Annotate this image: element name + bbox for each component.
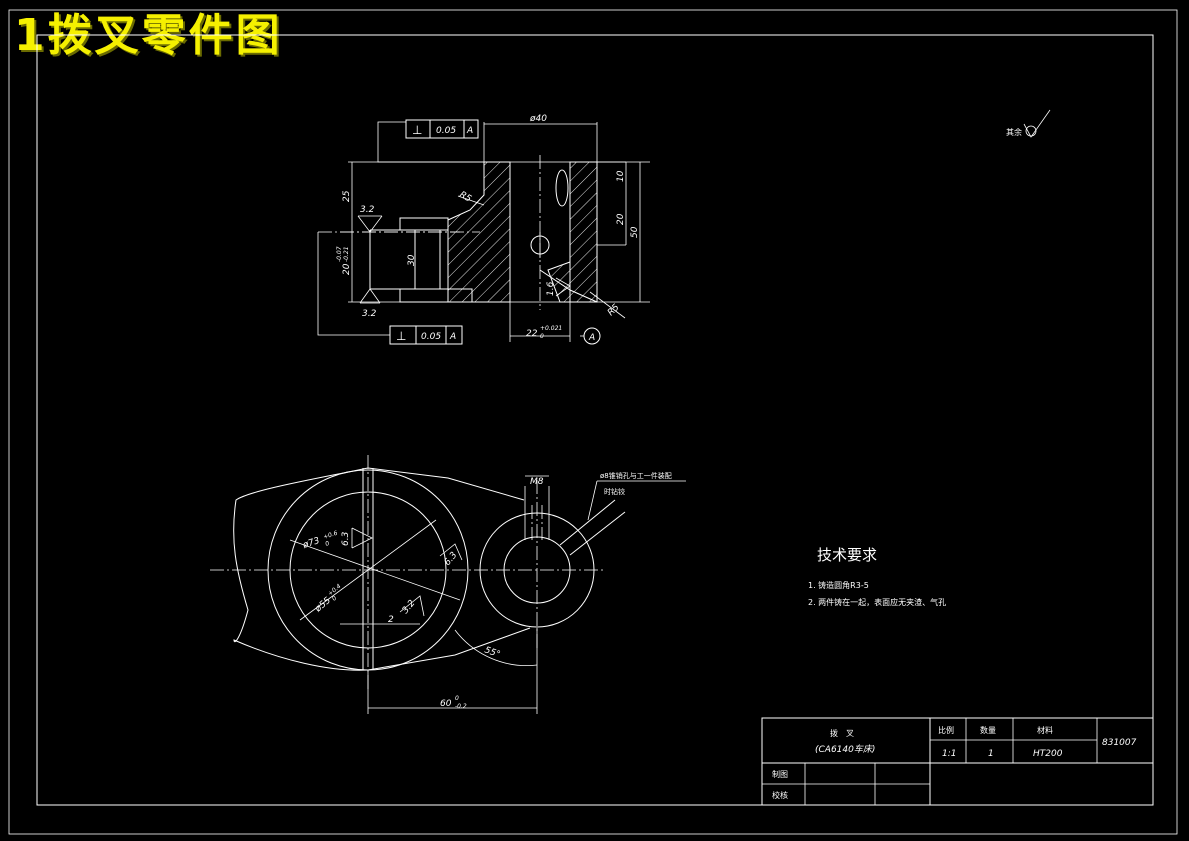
tolerance-frame-bottom: ⊥ 0.05 A bbox=[389, 325, 463, 345]
datum-marker: A bbox=[583, 327, 601, 345]
section-view: ⊥ 0.05 A ⊥ 0.05 A ø40 25 20 -0.07 -0.21 … bbox=[317, 114, 650, 345]
callout-line2: 时钻铰 bbox=[604, 487, 625, 496]
dia-73-sub: 0 bbox=[324, 540, 330, 548]
rough-32-bottom: 3.2 bbox=[362, 309, 377, 319]
general-roughness-note: 其余 bbox=[1006, 109, 1051, 138]
tolerance-top-symbol: ⊥ bbox=[412, 123, 422, 137]
tech-heading: 技术要求 bbox=[817, 546, 877, 564]
rough-63b: 6.3 bbox=[443, 550, 460, 568]
tb-header-scale: 比例 bbox=[938, 725, 954, 735]
rough-32-top: 3.2 bbox=[360, 205, 375, 215]
tech-item-1: 1. 铸造圆角R3-5 bbox=[808, 580, 869, 590]
tb-drawn-by: 制图 bbox=[772, 769, 788, 779]
r5-bottom: R5 bbox=[606, 302, 622, 318]
dia-73: ø73 bbox=[301, 536, 321, 551]
angle-55: 55° bbox=[483, 645, 501, 660]
dim-50: 50 bbox=[630, 226, 640, 238]
roughness-symbol-bottom: 3.2 bbox=[359, 288, 381, 319]
dim-10: 10 bbox=[616, 170, 626, 182]
gap-2: 2 bbox=[388, 615, 394, 625]
dia-73-sup: +0.6 bbox=[322, 530, 338, 541]
tolerance-bottom-datum: A bbox=[449, 332, 456, 342]
tolerance-frame-top: ⊥ 0.05 A bbox=[405, 119, 479, 139]
rough-63a: 6.3 bbox=[341, 531, 351, 546]
tb-material: HT200 bbox=[1033, 749, 1063, 759]
tb-header-qty: 数量 bbox=[980, 725, 996, 735]
bore-sup: +0.021 bbox=[540, 325, 562, 332]
r5-top: R5 bbox=[458, 190, 474, 205]
tb-qty: 1 bbox=[988, 749, 994, 759]
inner-border bbox=[36, 34, 1154, 806]
tolerance-bottom-symbol: ⊥ bbox=[396, 329, 406, 343]
dim-20b: 20 bbox=[616, 213, 626, 225]
roughness-symbol-63a: 6.3 bbox=[341, 527, 373, 549]
tb-header-material: 材料 bbox=[1037, 725, 1053, 735]
tb-part-model: (CA6140车床) bbox=[815, 744, 875, 755]
tb-scale: 1:1 bbox=[942, 749, 956, 759]
roughness-symbol-top: 3.2 bbox=[357, 205, 383, 233]
dia-55-sub: 0 bbox=[331, 595, 339, 603]
tb-checked-by: 校核 bbox=[772, 790, 788, 800]
technical-requirements: 技术要求 1. 铸造圆角R3-5 2. 两件铸在一起，表面应无夹渣、气孔 bbox=[808, 546, 946, 607]
dim-20-main: 20 bbox=[342, 263, 352, 275]
dia-55: ø55 bbox=[313, 596, 333, 615]
roughness-symbol-bore: 1.6 bbox=[546, 277, 571, 297]
roughness-symbol-63b: 6.3 bbox=[439, 543, 463, 568]
dim-20-sup: -0.07 bbox=[336, 246, 343, 262]
dist-60-main: 60 bbox=[440, 699, 452, 709]
dist-60-sub: -0.2 bbox=[455, 703, 467, 710]
dim-25: 25 bbox=[342, 190, 352, 202]
dist-60-sup: 0 bbox=[455, 695, 459, 702]
bore-sub: 0 bbox=[540, 333, 544, 340]
tolerance-top-value: 0.05 bbox=[436, 126, 456, 136]
tolerance-top-datum: A bbox=[466, 126, 473, 136]
tb-part-name: 拨 叉 bbox=[830, 728, 854, 738]
tb-drawing-no: 831007 bbox=[1102, 738, 1137, 748]
callout-line1: ø8锥销孔与工一件装配 bbox=[600, 471, 672, 480]
rough-16: 1.6 bbox=[546, 281, 556, 296]
dim-30: 30 bbox=[407, 254, 417, 266]
outer-border bbox=[8, 9, 1178, 835]
rough-32: 3.2 bbox=[401, 598, 418, 616]
roughness-note-text: 其余 bbox=[1006, 127, 1022, 137]
roughness-symbol-32: 3.2 bbox=[399, 595, 425, 617]
title-block: 拨 叉 (CA6140车床) 比例 数量 材料 1:1 1 HT200 8310… bbox=[761, 717, 1154, 806]
dim-m8: M8 bbox=[530, 477, 544, 487]
dim-20-sub: -0.21 bbox=[343, 246, 350, 262]
dim-phi40: ø40 bbox=[529, 114, 547, 124]
tech-item-2: 2. 两件铸在一起，表面应无夹渣、气孔 bbox=[808, 597, 946, 607]
tolerance-bottom-value: 0.05 bbox=[421, 332, 441, 342]
datum-letter: A bbox=[588, 333, 595, 343]
bore-main: 22 bbox=[526, 329, 538, 339]
plan-view: M8 ø8锥销孔与工一件装配 时钻铰 ø73 +0.6 0 ø55 +0.4 0… bbox=[210, 455, 686, 714]
